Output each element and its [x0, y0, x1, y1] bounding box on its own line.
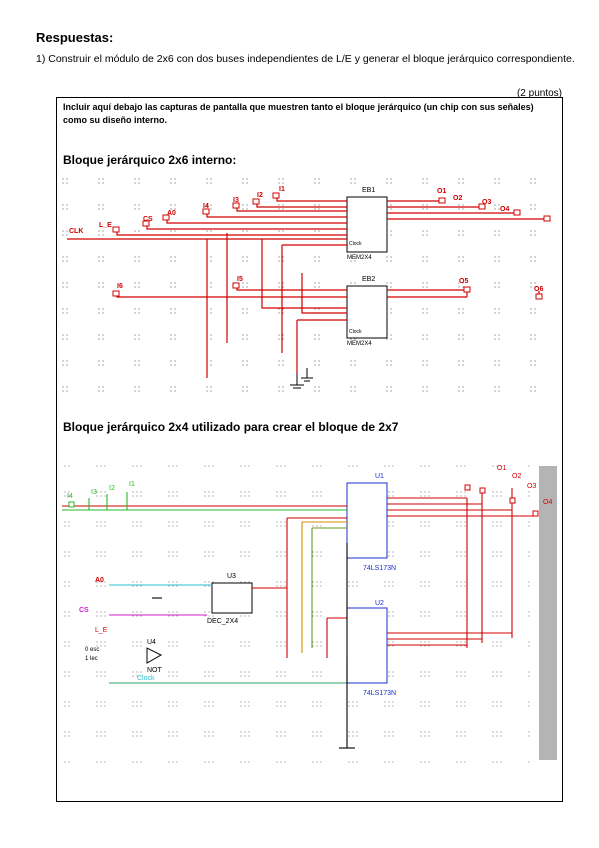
- label-i1: I1: [279, 186, 285, 193]
- chip-eb1-clock: Clock: [349, 241, 362, 247]
- chip-eb2-part: MEM2X4: [347, 341, 372, 347]
- label2-o2: O2: [512, 473, 521, 480]
- chip-eb1-label: EB1: [362, 187, 375, 194]
- label-le: L_E: [99, 222, 112, 229]
- ground-symbols: [290, 368, 313, 389]
- label-i2: I2: [257, 192, 263, 199]
- chip-u2-part: 74LS173N: [363, 690, 396, 697]
- chip-u3-label: U3: [227, 573, 236, 580]
- scrollbar[interactable]: [539, 466, 557, 760]
- label2-i3: I3: [91, 489, 97, 496]
- label2-i2: I2: [109, 485, 115, 492]
- chip-u1-part: 74LS173N: [363, 565, 396, 572]
- label-i3: I3: [233, 197, 239, 204]
- answers-heading: Respuestas:: [36, 30, 114, 45]
- chip-eb1-part: MEM2X4: [347, 255, 372, 261]
- schematic-2x4: U1 74LS173N U2 74LS173N U3 DEC_2X4 U4 NO…: [62, 463, 557, 763]
- terminals-2: [68, 501, 75, 508]
- label-o3: O3: [482, 199, 491, 206]
- chip-eb1: EB1 MEM2X4 Clock: [346, 187, 388, 261]
- label2-i4: I4: [67, 493, 73, 500]
- label-cs: CS: [143, 216, 153, 223]
- section1-title: Bloque jerárquico 2x6 interno:: [63, 153, 237, 167]
- grid-dots-2: [62, 463, 532, 763]
- wires-red: [67, 197, 547, 378]
- chip-u2: U2 74LS173N: [346, 600, 396, 697]
- wires-2: [62, 488, 535, 749]
- label-o6: O6: [534, 286, 543, 293]
- label-i6: I6: [117, 283, 123, 290]
- points-label: (2 puntos): [516, 88, 562, 99]
- label2-cs: CS: [79, 607, 89, 614]
- grid-dots: [62, 178, 557, 408]
- chip-eb2: EB2 MEM2X4 Clock: [346, 276, 388, 347]
- label-i4: I4: [203, 203, 209, 210]
- answer-box: Incluir aquí debajo las capturas de pant…: [56, 97, 563, 802]
- chip-eb2-label: EB2: [362, 276, 375, 283]
- schematic-2x6: EB1 MEM2X4 Clock EB2 MEM2X4 Clock: [62, 178, 557, 408]
- chip-u3-part: DEC_2X4: [207, 618, 238, 625]
- label-clk: CLK: [69, 228, 83, 235]
- chip-u4-part: NOT: [147, 667, 163, 674]
- terminals: [112, 192, 551, 300]
- label2-one-lec: 1 lec: [85, 656, 98, 662]
- chip-u3: U3 DEC_2X4: [207, 573, 253, 625]
- label2-o4: O4: [543, 499, 552, 506]
- chip-u4-label: U4: [147, 639, 156, 646]
- chip-eb2-clock: Clock: [349, 329, 362, 335]
- label2-i1: I1: [129, 481, 135, 488]
- chip-u1: U1 74LS173N: [346, 473, 396, 572]
- label-o5: O5: [459, 278, 468, 285]
- label2-o3: O3: [527, 483, 536, 490]
- label-o4: O4: [500, 206, 509, 213]
- chip-u2-label: U2: [375, 600, 384, 607]
- label-o1: O1: [437, 188, 446, 195]
- label-i5: I5: [237, 276, 243, 283]
- label2-zero-esc: 0 esc: [85, 647, 99, 653]
- label-a0: A0: [167, 210, 176, 217]
- label2-a0: A0: [95, 577, 104, 584]
- instructions-text: Incluir aquí debajo las capturas de pant…: [63, 102, 534, 125]
- label2-le: L_E: [95, 627, 108, 634]
- chip-u1-label: U1: [375, 473, 384, 480]
- section2-title: Bloque jerárquico 2x4 utilizado para cre…: [63, 420, 399, 434]
- chip-u4: U4 NOT: [146, 639, 163, 674]
- label-o2: O2: [453, 195, 462, 202]
- question-text: 1) Construir el módulo de 2x6 con dos bu…: [36, 53, 575, 65]
- label2-clock: Clock: [137, 675, 155, 682]
- label2-o1: O1: [497, 465, 506, 472]
